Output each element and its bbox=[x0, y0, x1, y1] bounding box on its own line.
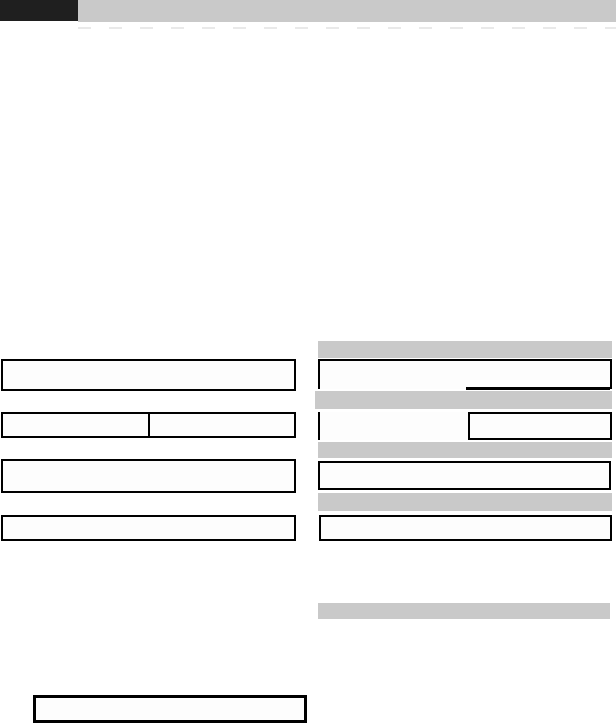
logo-block bbox=[0, 0, 78, 21]
partial-underline bbox=[466, 387, 610, 390]
section-bar-3 bbox=[318, 442, 612, 458]
form-field-c bbox=[1, 459, 296, 493]
form-cell-open-left bbox=[318, 412, 468, 440]
dashed-separator bbox=[78, 27, 616, 29]
section-bar-2 bbox=[315, 391, 612, 409]
form-field-a bbox=[1, 359, 296, 391]
form-field-d bbox=[1, 515, 296, 541]
field-b-divider bbox=[148, 414, 150, 436]
form-field-b-split bbox=[1, 412, 296, 438]
bottom-box bbox=[33, 695, 307, 723]
section-bar-5 bbox=[318, 603, 610, 619]
form-field-r2 bbox=[468, 412, 612, 440]
form-field-r4 bbox=[319, 515, 612, 541]
header-banner bbox=[78, 0, 616, 22]
form-field-r3 bbox=[318, 461, 611, 490]
form-field-r1 bbox=[318, 359, 612, 390]
section-bar-4 bbox=[318, 493, 612, 511]
section-bar-1 bbox=[318, 341, 612, 358]
